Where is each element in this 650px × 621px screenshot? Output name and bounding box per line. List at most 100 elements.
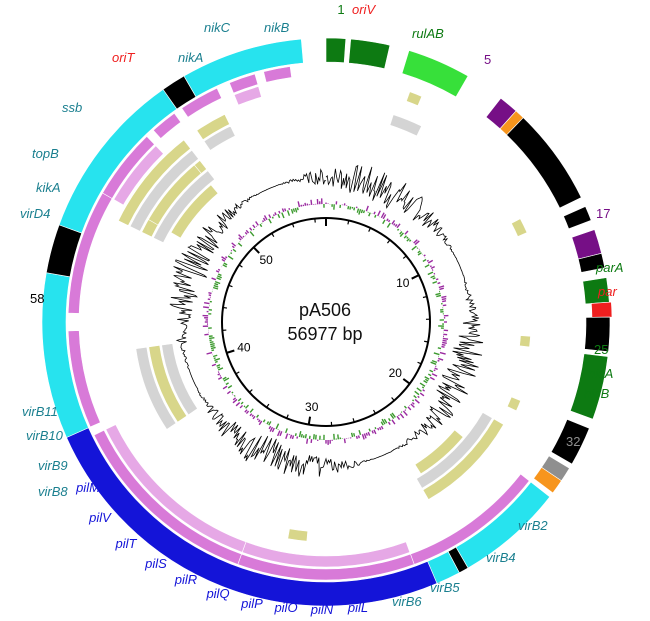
- gene-label: rulAB: [412, 26, 444, 41]
- homology-segment: [405, 91, 423, 107]
- gene-label: oriV: [352, 2, 376, 17]
- gc-skew-bar: [210, 344, 215, 348]
- gc-skew-bar: [422, 258, 427, 263]
- gc-skew-bar: [288, 207, 291, 210]
- homology-segment: [196, 113, 230, 141]
- gene-label: oriT: [112, 50, 135, 65]
- gc-skew-bar: [368, 212, 371, 217]
- gene-label: virB4: [486, 550, 516, 565]
- gc-skew-bar: [437, 347, 442, 350]
- gene-label: virD4: [20, 206, 50, 221]
- gc-skew-track: [202, 198, 449, 445]
- gene-block: [584, 316, 611, 353]
- gc-skew-bar: [407, 406, 412, 411]
- plasmid-name: pA506: [299, 300, 351, 320]
- scale-circle: [221, 217, 431, 427]
- gene-label: pilN: [310, 602, 334, 617]
- gc-skew-bar: [358, 429, 362, 436]
- gc-skew-bar: [268, 218, 272, 224]
- gc-skew-bar: [244, 409, 248, 413]
- gc-skew-bar: [414, 390, 420, 396]
- gc-skew-bar: [355, 435, 358, 439]
- pink-segment: [93, 429, 242, 565]
- gene-block: [348, 38, 391, 70]
- scale-tick: [271, 232, 275, 238]
- scale-tick: [417, 361, 422, 365]
- gc-skew-bar: [416, 387, 422, 392]
- gc-skew-bar: [235, 401, 241, 407]
- gc-skew-bar: [214, 357, 221, 362]
- gc-skew-bar: [231, 391, 234, 394]
- gene-label: pilP: [240, 596, 263, 611]
- gc-skew-bar: [396, 228, 400, 231]
- gc-skew-bar: [386, 218, 389, 222]
- gc-skew-bar: [291, 435, 295, 440]
- gc-skew-bar: [297, 201, 301, 208]
- gc-skew-bar: [262, 217, 266, 222]
- gene-label: pilR: [174, 572, 197, 587]
- gc-skew-bar: [396, 223, 401, 229]
- gc-skew-bar: [438, 357, 444, 361]
- gc-skew-bar: [306, 438, 309, 444]
- scale-tick-label: 50: [259, 253, 273, 267]
- gc-skew-bar: [439, 351, 446, 355]
- gc-skew-bar: [289, 434, 293, 439]
- gc-skew-bar: [249, 408, 254, 413]
- gc-skew-bar: [233, 394, 236, 397]
- gene-label: pilL: [347, 600, 368, 615]
- gc-skew-bar: [429, 376, 435, 381]
- scale-tick: [226, 349, 235, 354]
- gc-skew-bar: [431, 373, 438, 377]
- gene-label: nikA: [178, 50, 203, 65]
- gene-label: 5: [484, 52, 491, 67]
- gc-skew-bar: [271, 427, 275, 433]
- gc-skew-bar: [271, 216, 274, 219]
- gc-skew-bar: [261, 220, 265, 223]
- homology-segment: [203, 125, 236, 151]
- gc-skew-bar: [226, 390, 231, 395]
- gc-skew-bar: [219, 374, 222, 377]
- gene-label: ssb: [62, 100, 82, 115]
- gc-skew-bar: [232, 248, 237, 253]
- gene-label: virB11: [22, 404, 58, 419]
- gc-skew-bar: [361, 434, 365, 440]
- gene-label: nikC: [204, 20, 231, 35]
- gc-skew-bar: [238, 234, 244, 240]
- gc-skew-bar: [215, 270, 220, 273]
- pink-segment: [263, 66, 292, 83]
- gene-label: 32: [566, 434, 580, 449]
- gc-skew-bar: [387, 219, 391, 223]
- gene-block: [401, 50, 469, 98]
- homology-segment: [153, 170, 215, 244]
- gc-skew-bar: [417, 395, 420, 399]
- gc-skew-bar: [221, 256, 227, 261]
- gc-skew-bar: [399, 231, 403, 235]
- gc-skew-bar: [436, 294, 442, 298]
- pink-segment: [113, 145, 164, 206]
- gc-skew-bar: [281, 212, 285, 219]
- gc-content-line: [169, 164, 484, 477]
- gc-skew-bar: [232, 398, 238, 404]
- scale-tick-label: 40: [237, 341, 251, 355]
- gc-skew-bar: [430, 275, 435, 279]
- gc-skew-bar: [296, 207, 299, 211]
- scale-tick: [266, 403, 270, 408]
- scale-tick: [352, 418, 355, 423]
- gc-skew-bar: [223, 262, 228, 266]
- homology-segment: [161, 343, 198, 416]
- gene-label: pilT: [115, 536, 138, 551]
- gc-skew-bar: [429, 265, 432, 268]
- gc-skew-bar: [208, 292, 212, 295]
- gc-skew-bar: [413, 239, 418, 244]
- gc-skew-bar: [380, 212, 385, 219]
- gc-skew-bar: [357, 435, 361, 439]
- gc-skew-bar: [249, 227, 253, 231]
- scale-tick: [307, 416, 312, 425]
- gc-skew-bar: [419, 382, 426, 387]
- gene-block: [577, 252, 606, 273]
- gc-skew-bar: [349, 206, 352, 210]
- gc-skew-bar: [249, 231, 255, 237]
- gc-skew-bar: [217, 367, 224, 371]
- gc-skew-bar: [217, 366, 221, 369]
